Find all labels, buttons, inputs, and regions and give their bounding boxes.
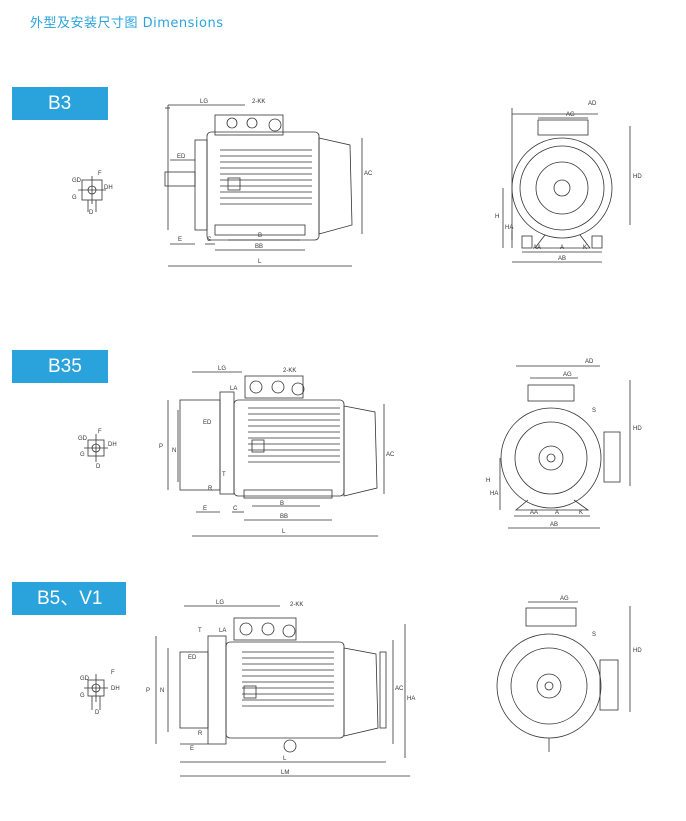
- section-tag-b35: B35: [12, 350, 108, 383]
- b35-end-ad: AD: [585, 359, 594, 365]
- b5-side-e: E: [190, 746, 194, 752]
- b5-label-g: G: [80, 693, 85, 699]
- b3-end-ag: AG: [566, 112, 575, 118]
- b3-end-ab: AB: [558, 256, 566, 262]
- b35-side-ed: ED: [203, 420, 212, 426]
- b5-side-t: T: [198, 628, 202, 634]
- b3-end-view: [502, 108, 631, 263]
- b5-side-la: LA: [219, 628, 226, 634]
- b35-end-h: H: [486, 478, 490, 484]
- b5-side-lm: LM: [281, 770, 289, 776]
- b35-end-a: A: [555, 510, 559, 516]
- b5-side-ed: ED: [188, 655, 197, 661]
- b3-label-dh: DH: [104, 185, 113, 191]
- b35-side-la: LA: [230, 386, 237, 392]
- b5-shaft-detail: [84, 674, 108, 710]
- b5-label-d: D: [95, 710, 100, 716]
- page-title: 外型及安装尺寸图 Dimensions: [30, 16, 224, 31]
- b5-side-view: [155, 605, 410, 777]
- b5-side-ac: AC: [395, 686, 404, 692]
- b35-side-view: [167, 371, 385, 537]
- b5-side-lg: LG: [216, 600, 224, 606]
- b5-label-gd: GD: [80, 676, 90, 682]
- b35-side-t: T: [222, 472, 226, 478]
- b5-side-2kk: 2-KK: [290, 602, 303, 608]
- b35-end-ag: AG: [563, 372, 572, 378]
- b5-side-n: N: [160, 688, 164, 694]
- b35-end-k: K: [579, 510, 583, 516]
- b35-label-d: D: [96, 464, 101, 470]
- b35-end-aa: AA: [530, 510, 538, 516]
- b3-side-view: [164, 104, 363, 267]
- b3-label-g: G: [72, 195, 77, 201]
- b35-side-2kk: 2-KK: [283, 368, 296, 374]
- b35-side-r: R: [208, 486, 213, 492]
- b3-side-bb: BB: [255, 244, 263, 250]
- b35-end-view: [499, 365, 631, 529]
- section-tag-b3: B3: [12, 87, 108, 120]
- b3-end-k: K: [583, 245, 587, 251]
- b35-side-e: E: [203, 506, 207, 512]
- b3-side-b: B: [258, 233, 262, 239]
- b3-side-c: C: [207, 237, 212, 243]
- b5-side-ha: HA: [407, 696, 415, 702]
- b3-label-gd: GD: [72, 178, 82, 184]
- b5-end-s: S: [592, 632, 596, 638]
- b35-label-f: F: [98, 429, 102, 435]
- b35-side-l: L: [282, 529, 286, 535]
- b3-end-aa: AA: [533, 245, 541, 251]
- b3-side-e: E: [178, 237, 182, 243]
- b3-shaft-detail: [78, 176, 106, 212]
- b35-label-dh: DH: [108, 442, 117, 448]
- b5-side-l: L: [283, 756, 287, 762]
- b35-end-ha: HA: [490, 491, 498, 497]
- b5-side-p: P: [146, 688, 150, 694]
- b5-end-ag: AG: [560, 596, 569, 602]
- b35-side-p: P: [159, 444, 163, 450]
- b35-label-g: G: [80, 452, 85, 458]
- b3-end-hd: HD: [633, 174, 642, 180]
- b35-side-lg: LG: [218, 366, 226, 372]
- b5-label-f: F: [111, 670, 115, 676]
- b3-end-a: A: [560, 245, 564, 251]
- b3-label-f: F: [98, 171, 102, 177]
- b5-side-r: R: [198, 731, 203, 737]
- b3-label-d: D: [89, 210, 94, 216]
- b3-side-l: L: [258, 259, 262, 265]
- b35-side-b: B: [280, 501, 284, 507]
- b35-side-n: N: [172, 448, 176, 454]
- b3-end-ad: AD: [588, 101, 597, 107]
- b3-side-2kk: 2-KK: [252, 99, 265, 105]
- b35-shaft-detail: [84, 434, 108, 462]
- b3-side-lg: LG: [200, 99, 208, 105]
- b35-side-ac: AC: [386, 452, 395, 458]
- b35-side-c: C: [233, 506, 238, 512]
- b3-end-ha: HA: [505, 225, 513, 231]
- b35-side-bb: BB: [280, 514, 288, 520]
- b3-side-ed: ED: [177, 154, 186, 160]
- section-tag-b5-v1: B5、V1: [12, 582, 126, 615]
- b35-end-ab: AB: [550, 522, 558, 528]
- b35-end-s: S: [592, 408, 596, 414]
- b3-side-ac: AC: [364, 171, 373, 177]
- b35-end-hd: HD: [633, 426, 642, 432]
- b5-label-dh: DH: [111, 686, 120, 692]
- b5-end-view: [496, 601, 631, 752]
- b3-end-h: H: [495, 214, 499, 220]
- b5-end-hd: HD: [633, 648, 642, 654]
- b35-label-gd: GD: [78, 436, 88, 442]
